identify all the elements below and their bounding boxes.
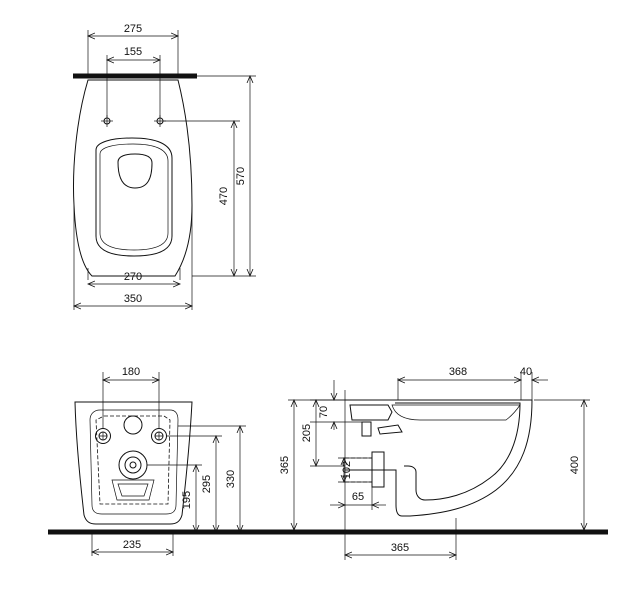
dim-155: 155	[124, 46, 142, 58]
side-body-outline	[345, 399, 533, 517]
dim-40: 40	[520, 366, 532, 378]
waste-outlet	[111, 450, 155, 501]
dim-330: 330	[225, 470, 237, 488]
inlet-fitting	[349, 404, 393, 421]
bolt-right	[151, 428, 167, 444]
dim-235: 235	[123, 539, 141, 551]
dim-270: 270	[124, 271, 142, 283]
dim-470: 470	[218, 187, 230, 205]
side-bowl-inner	[391, 404, 521, 421]
dim-205: 205	[301, 424, 313, 442]
rear-view: 180 330 295 195 235	[48, 366, 608, 556]
inlet-circle	[123, 415, 143, 435]
rear-body-outline	[74, 401, 193, 525]
dim-350: 350	[124, 293, 142, 305]
inlet-channel	[377, 424, 403, 435]
dim-102: 102	[341, 461, 353, 479]
dim-195: 195	[181, 491, 193, 509]
dim-365-horizontal: 365	[391, 542, 409, 554]
top-view: 275 155 570 470 270 350	[73, 23, 256, 310]
dim-368: 368	[449, 366, 467, 378]
dim-295: 295	[201, 475, 213, 493]
outlet-pipe	[371, 451, 385, 488]
flush-opening	[117, 153, 153, 189]
dim-400: 400	[569, 456, 581, 474]
inlet-port	[361, 421, 372, 437]
dim-275: 275	[124, 23, 142, 35]
side-view: 368 40 400 70 205 365 102 65	[279, 366, 590, 560]
bowl-outline	[73, 79, 193, 277]
rear-plate-dashed	[95, 415, 171, 505]
dim-570: 570	[235, 167, 247, 185]
rim-inner-outline	[99, 143, 169, 251]
dim-365-vertical: 365	[279, 456, 291, 474]
rim-outline	[95, 137, 173, 257]
dim-70: 70	[318, 406, 330, 418]
side-bowl-outline	[395, 402, 521, 501]
rear-plate	[89, 409, 179, 515]
bolt-left	[95, 428, 111, 444]
dim-65: 65	[352, 491, 364, 503]
dim-180: 180	[122, 366, 140, 378]
